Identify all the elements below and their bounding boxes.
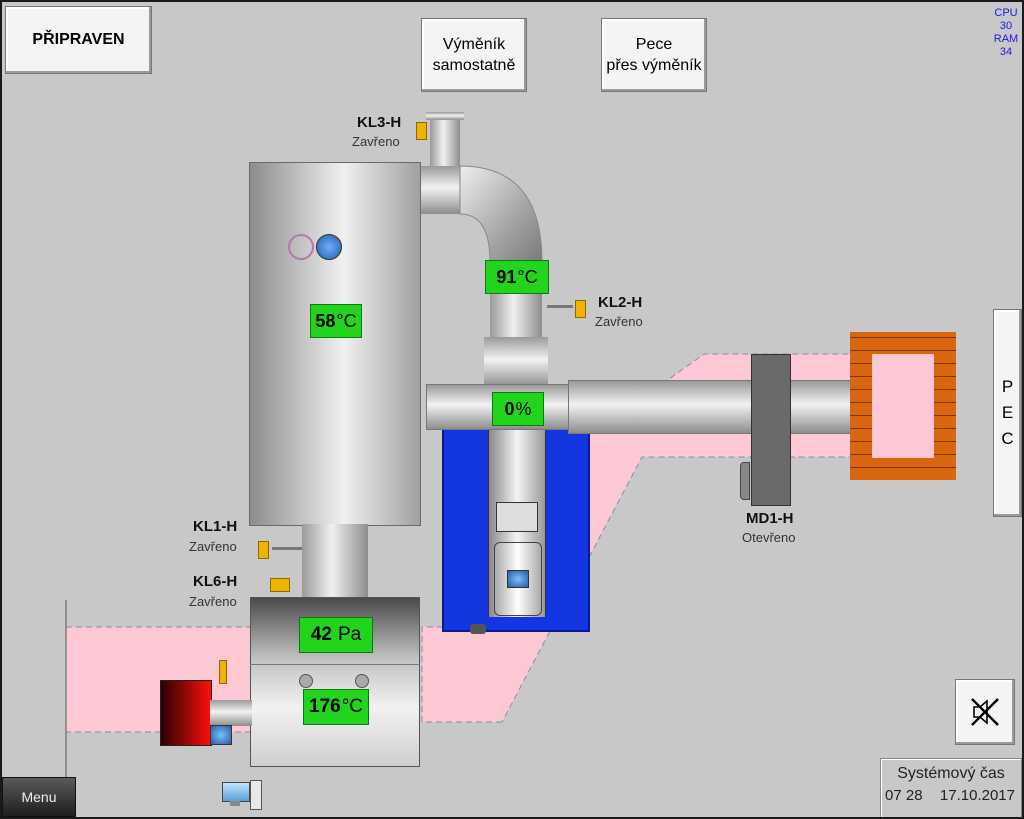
valve-kl1-spindle <box>272 547 302 550</box>
valve-kl2-state: Zavřeno <box>595 314 643 329</box>
valve-kl1-name: KL1-H <box>193 518 238 535</box>
clock-title: Systémový čas <box>897 765 1005 782</box>
valve-kl6-state: Zavřeno <box>189 594 237 609</box>
pressure-value: 42 <box>310 624 332 645</box>
burner-valve-icon[interactable] <box>219 660 227 684</box>
ram-value: 34 <box>999 46 1013 58</box>
duct-flange <box>484 337 548 387</box>
fan-speed-value: 0 <box>504 398 515 419</box>
furnace-letter-p: P <box>1001 377 1014 396</box>
valve-kl2-actuator-icon[interactable] <box>575 300 586 318</box>
top-stack-pipe <box>430 112 460 168</box>
port-left-icon <box>299 674 313 688</box>
valve-kl6-actuator-icon[interactable] <box>270 578 290 592</box>
burner-motor-icon[interactable] <box>210 725 232 745</box>
box-temp-value: 176 <box>308 696 341 717</box>
fan-drain-icon <box>470 624 486 634</box>
exchanger-temp-unit: °C <box>336 310 357 331</box>
burner <box>160 680 212 746</box>
valve-kl1-state: Zavřeno <box>189 539 237 554</box>
fan-speed-readout: 0% <box>492 392 544 426</box>
burner-inlet <box>210 700 252 726</box>
furnace-letter-c: C <box>1001 429 1014 448</box>
fan-motor-icon <box>507 570 529 588</box>
clock-date: 17.10.2017 <box>939 787 1015 804</box>
damper-md1-name: MD1-H <box>746 510 794 527</box>
system-clock: Systémový čas 07 28 17.10.2017 <box>880 758 1022 817</box>
fan-coupling <box>496 502 538 532</box>
furnace-letter-e: E <box>1001 403 1014 422</box>
computer-icon[interactable] <box>222 780 262 812</box>
valve-kl2-name: KL2-H <box>598 294 643 311</box>
duct-temp-value: 91 <box>496 266 517 287</box>
duct-temp-readout: 91°C <box>485 260 549 294</box>
damper-md1[interactable] <box>751 354 791 506</box>
valve-kl3-name: KL3-H <box>357 114 402 131</box>
furnace-via-exchanger-button[interactable]: Pece přes výměník <box>601 18 707 92</box>
valve-kl3-actuator-icon[interactable] <box>416 122 427 140</box>
standalone-label-line2: samostatně <box>432 57 516 74</box>
damper-md1-state: Otevřeno <box>742 530 796 545</box>
valve-kl6-name: KL6-H <box>193 573 238 590</box>
top-stack-cap <box>426 112 464 120</box>
box-temp-unit: °C <box>341 696 364 717</box>
valve-kl1-actuator-icon[interactable] <box>258 541 269 559</box>
clock-time: 07 28 <box>885 787 923 804</box>
furnace-duct <box>568 380 874 434</box>
sensor-ring-icon <box>288 234 314 260</box>
exchanger-temp-value: 58 <box>315 310 336 331</box>
pressure-unit: Pa <box>337 624 362 645</box>
box-temp-readout: 176°C <box>303 689 369 725</box>
exchanger-temp-readout: 58°C <box>310 304 362 338</box>
status-button[interactable]: PŘIPRAVEN <box>5 6 152 74</box>
tower-bottom-duct <box>302 524 368 599</box>
sensor-motor-icon <box>316 234 342 260</box>
standalone-label-line1: Výměník <box>442 36 506 53</box>
furnace-panel-button[interactable]: P E C <box>993 309 1022 517</box>
damper-handle-icon[interactable] <box>740 462 750 500</box>
furnace-opening <box>872 354 934 458</box>
system-load: CPU 30 RAM 34 <box>992 7 1020 59</box>
fan-speed-unit: % <box>515 398 532 419</box>
standalone-exchanger-button[interactable]: Výměník samostatně <box>421 18 527 92</box>
duct-temp-unit: °C <box>517 266 538 287</box>
furnace-label-line1: Pece <box>635 36 673 53</box>
cpu-label: CPU <box>994 7 1018 19</box>
valve-kl2-spindle <box>547 305 573 308</box>
mute-alarm-button[interactable] <box>955 679 1015 745</box>
speaker-muted-icon <box>971 698 999 726</box>
valve-kl3-state: Zavřeno <box>352 134 400 149</box>
heat-exchanger-tower <box>249 162 421 526</box>
tower-sensors <box>288 234 352 260</box>
menu-button[interactable]: Menu <box>2 777 76 817</box>
port-right-icon <box>355 674 369 688</box>
cpu-value: 30 <box>999 20 1013 32</box>
combustion-box-divider <box>250 664 420 665</box>
ram-label: RAM <box>993 33 1019 45</box>
furnace-label-line2: přes výměník <box>606 57 702 74</box>
